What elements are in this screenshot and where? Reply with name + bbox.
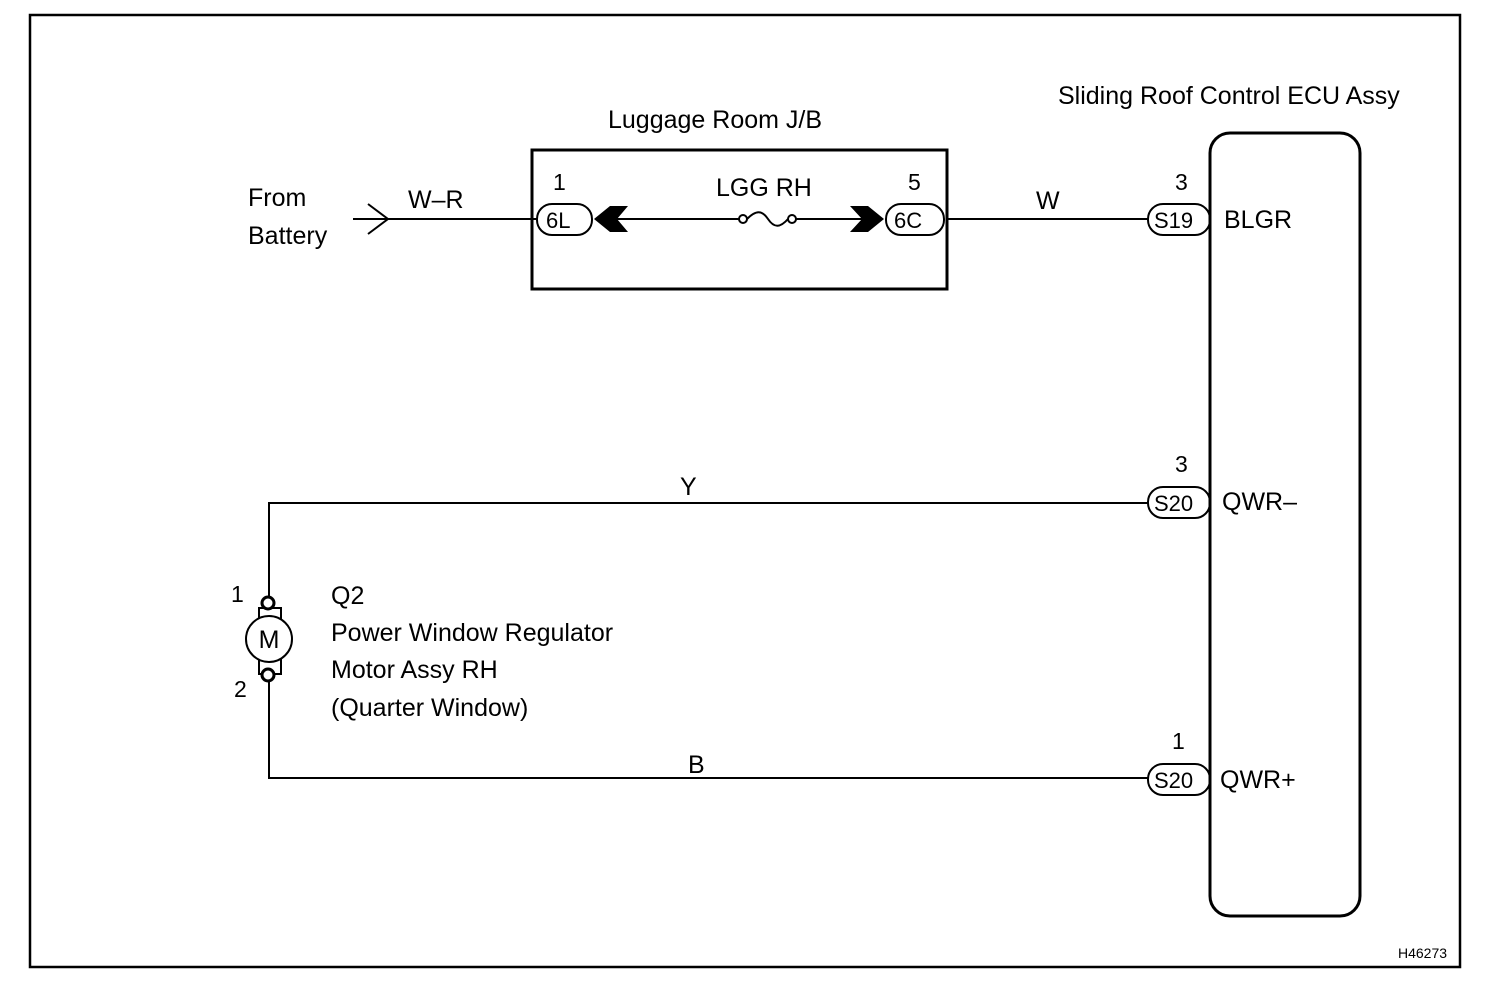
ecu-terminal-1-pin: 3 [1175, 169, 1188, 195]
ecu-terminal-1-connector-shell [1147, 203, 1211, 236]
jb-in-connector: 6L [546, 208, 570, 233]
fuse-icon [738, 211, 797, 227]
ecu-terminal-2-name: QWR– [1222, 488, 1297, 516]
motor-icon [245, 595, 293, 683]
motor-name-line2: Motor Assy RH [331, 656, 498, 684]
ecu-terminal-2-pin: 3 [1175, 451, 1188, 477]
wire-qwr-plus [268, 680, 1148, 779]
motor-symbol: M [259, 626, 280, 654]
ecu-terminal-2-connector: S20 [1154, 491, 1193, 516]
motor-name-line1: Power Window Regulator [331, 619, 613, 647]
motor-code: Q2 [331, 582, 364, 610]
battery-label-line1: From [248, 184, 306, 212]
jb-out-connector: 6C [894, 208, 922, 233]
diagram-frame [28, 13, 1462, 969]
ecu-box [1208, 131, 1362, 918]
wire-label-y: Y [680, 473, 697, 501]
wire-label-b: B [688, 751, 705, 779]
wire-label-w: W [1036, 187, 1060, 215]
junction-block: Luggage Room J/B 1 6L LGG RH 5 6C [530, 106, 949, 291]
ecu-terminal-1-connector: S19 [1154, 208, 1193, 233]
jb-out-pin: 5 [908, 169, 921, 195]
motor-pin-top: 1 [231, 581, 244, 607]
figure-id: H46273 [1398, 945, 1447, 961]
jb-out-terminal-icon [850, 206, 884, 232]
battery-source: From Battery [248, 184, 392, 250]
battery-arrow-icon [353, 203, 392, 235]
jb-out-connector-shell [885, 203, 945, 236]
battery-label-line2: Battery [248, 222, 328, 250]
ecu-title: Sliding Roof Control ECU Assy [1058, 82, 1400, 110]
fuse-label: LGG RH [716, 174, 812, 202]
wire-qwr-minus [268, 502, 1148, 598]
ecu-terminal-3-pin: 1 [1172, 728, 1185, 754]
jb-in-connector-shell [536, 203, 593, 236]
ecu-terminal-3-connector-shell [1147, 763, 1211, 796]
jb-in-pin: 1 [553, 169, 566, 195]
motor: 1 2 M Q2 Power Window Regulator Motor As… [231, 581, 613, 722]
jb-in-terminal-icon [594, 206, 628, 232]
ecu: Sliding Roof Control ECU Assy 3 S19 BLGR… [1058, 82, 1400, 918]
motor-pin-bottom: 2 [234, 676, 247, 702]
wire-label-w-r: W–R [408, 186, 464, 214]
ecu-terminal-3-name: QWR+ [1220, 766, 1296, 794]
motor-name-line3: (Quarter Window) [331, 694, 528, 722]
ecu-terminal-3-connector: S20 [1154, 768, 1193, 793]
jb-title: Luggage Room J/B [608, 106, 822, 134]
ecu-terminal-1-name: BLGR [1224, 206, 1292, 234]
